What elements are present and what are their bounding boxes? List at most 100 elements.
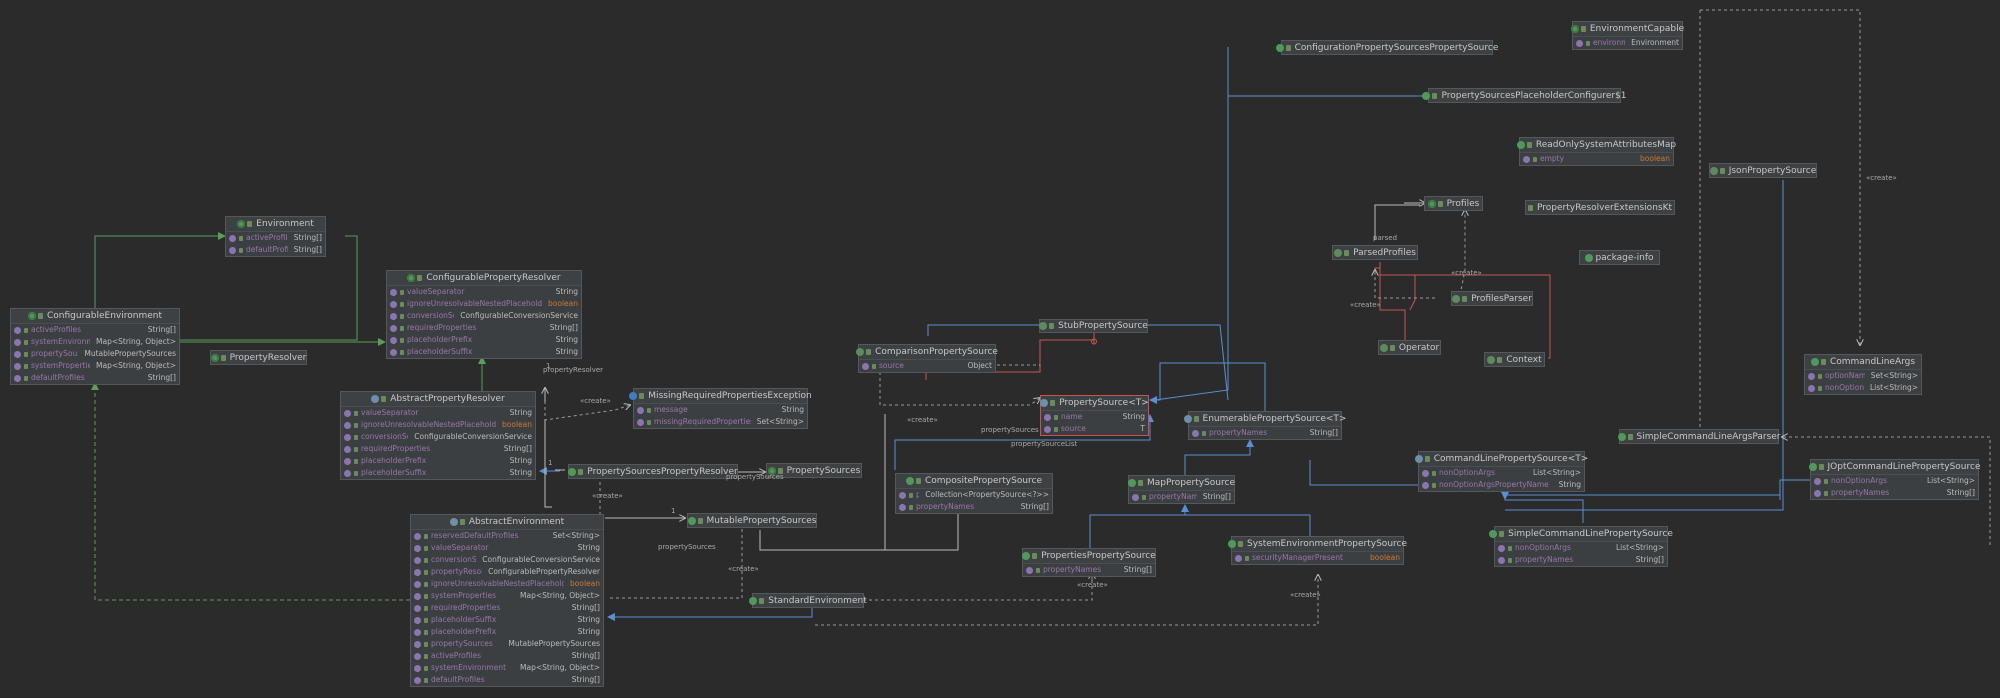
public-icon (1627, 433, 1633, 440)
enumerable-property-source-class[interactable]: EnumerablePropertySource<T> propertyName… (1183, 411, 1346, 440)
profiles-parser-class[interactable]: ProfilesParser (1451, 291, 1533, 306)
field-row: conversionServiceConfigurableConversionS… (341, 431, 535, 443)
field-icon (1814, 477, 1821, 485)
field-icon (14, 326, 21, 334)
field-icon (1523, 155, 1530, 163)
context-class[interactable]: Context (1484, 352, 1545, 367)
interface-icon (767, 466, 776, 475)
edge-label-create: «create» (1290, 591, 1321, 599)
command-line-property-source-class[interactable]: CommandLinePropertySource<T> nonOptionAr… (1414, 451, 1588, 492)
field-name: nonOptionArgs (1825, 383, 1864, 392)
class-icon (687, 516, 696, 525)
edge-label-create: «create» (1866, 174, 1897, 182)
private-icon (1497, 356, 1503, 363)
json-property-source-class[interactable]: JsonPropertySource (1709, 163, 1817, 178)
public-icon (220, 354, 226, 361)
public-icon (24, 339, 28, 345)
public-icon (1050, 400, 1056, 406)
field-icon (390, 300, 397, 308)
environment-capable-class[interactable]: EnvironmentCapable environmentEnvironmen… (1570, 21, 1684, 50)
edge-label-one: 1 (671, 507, 676, 515)
public-icon (424, 533, 428, 539)
property-resolver-extensions-kt-class[interactable]: PropertyResolverExtensionsKt (1525, 200, 1675, 215)
profiles-class[interactable]: Profiles (1424, 196, 1483, 211)
class-icon (1022, 552, 1031, 560)
field-icon (414, 640, 421, 648)
edge-label-parsed: parsed (1373, 234, 1398, 242)
operator-enum[interactable]: Operator (1378, 340, 1441, 355)
simple-command-line-args-parser-class[interactable]: SimpleCommandLineArgsParser (1617, 429, 1781, 444)
field-icon (1576, 39, 1583, 47)
property-sources-property-resolver-class[interactable]: PropertySourcesPropertyResolver (568, 464, 738, 479)
interface-icon (237, 220, 246, 228)
field-name: source (1061, 424, 1086, 433)
field-type: boolean (548, 299, 578, 308)
edge-label-property-sources: propertySources (658, 543, 716, 551)
field-icon (1814, 489, 1821, 497)
field-name: empty (1540, 154, 1565, 163)
public-icon (1193, 416, 1199, 422)
system-environment-property-source-title: SystemEnvironmentPropertySource (1246, 539, 1408, 549)
public-icon (909, 504, 913, 510)
simple-command-line-property-source-title: SimpleCommandLinePropertySource (1508, 529, 1673, 539)
configuration-property-sources-property-source-class[interactable]: ConfigurationPropertySourcesPropertySour… (1275, 40, 1498, 55)
simple-command-line-property-source-class[interactable]: SimpleCommandLinePropertySource nonOptio… (1489, 526, 1673, 567)
field-name: systemEnvironment (431, 663, 507, 672)
field-name: nonOptionArgs (1831, 476, 1887, 485)
field-icon (1192, 429, 1199, 437)
property-sources-class[interactable]: PropertySources (766, 463, 862, 478)
property-resolver-class[interactable]: PropertyResolver (210, 350, 307, 365)
stub-property-source-class[interactable]: StubPropertySource (1039, 319, 1148, 333)
field-icon (1808, 372, 1815, 380)
command-line-property-source-title: CommandLinePropertySource<T> (1433, 454, 1589, 464)
field-icon (414, 544, 421, 552)
field-icon (390, 324, 397, 332)
property-sources-property-resolver-title: PropertySourcesPropertyResolver (587, 466, 738, 477)
standard-environment-class[interactable]: StandardEnvironment (749, 593, 867, 608)
configurable-property-resolver-class[interactable]: ConfigurablePropertyResolver valueSepara… (386, 270, 582, 359)
field-name: propertySources (431, 639, 493, 648)
system-environment-property-source-class[interactable]: SystemEnvironmentPropertySource security… (1227, 536, 1408, 565)
field-name: placeholderPrefix (431, 627, 497, 636)
public-icon (759, 597, 765, 604)
abstract-environment-class[interactable]: AbstractEnvironment reservedDefaultProfi… (410, 514, 604, 687)
missing-required-properties-exception-class[interactable]: MissingRequiredPropertiesException messa… (629, 388, 812, 429)
command-line-args-class[interactable]: CommandLineArgs optionNamesSet<String> n… (1804, 354, 1922, 395)
field-icon (414, 652, 421, 660)
field-type: MutablePropertySources (84, 349, 176, 358)
edge-label-create: «create» (1451, 269, 1482, 277)
parsed-profiles-title: ParsedProfiles (1353, 247, 1416, 258)
composite-property-source-class[interactable]: CompositePropertySource propertySourcesC… (895, 473, 1053, 514)
parsed-profiles-class[interactable]: ParsedProfiles (1332, 245, 1418, 260)
property-sources-placeholder-configurer-class[interactable]: PropertySourcesPlaceholderConfigurer$1 (1422, 88, 1627, 103)
property-sources-placeholder-configurer-title: PropertySourcesPlaceholderConfigurer$1 (1441, 90, 1627, 101)
field-type: boolean (502, 420, 532, 429)
public-icon (1824, 490, 1828, 496)
mutable-property-sources-class[interactable]: MutablePropertySources (687, 513, 817, 528)
field-name: defaultProfiles (246, 245, 288, 254)
edge-label-create: «create» (1350, 301, 1381, 309)
public-icon (639, 393, 645, 399)
class-icon (1039, 322, 1048, 330)
field-type: ConfigurablePropertyResolver (488, 567, 600, 576)
jopt-command-line-property-source-class[interactable]: JOptCommandLinePropertySource nonOptionA… (1808, 459, 1981, 500)
package-info-class[interactable]: package-info (1579, 250, 1660, 265)
